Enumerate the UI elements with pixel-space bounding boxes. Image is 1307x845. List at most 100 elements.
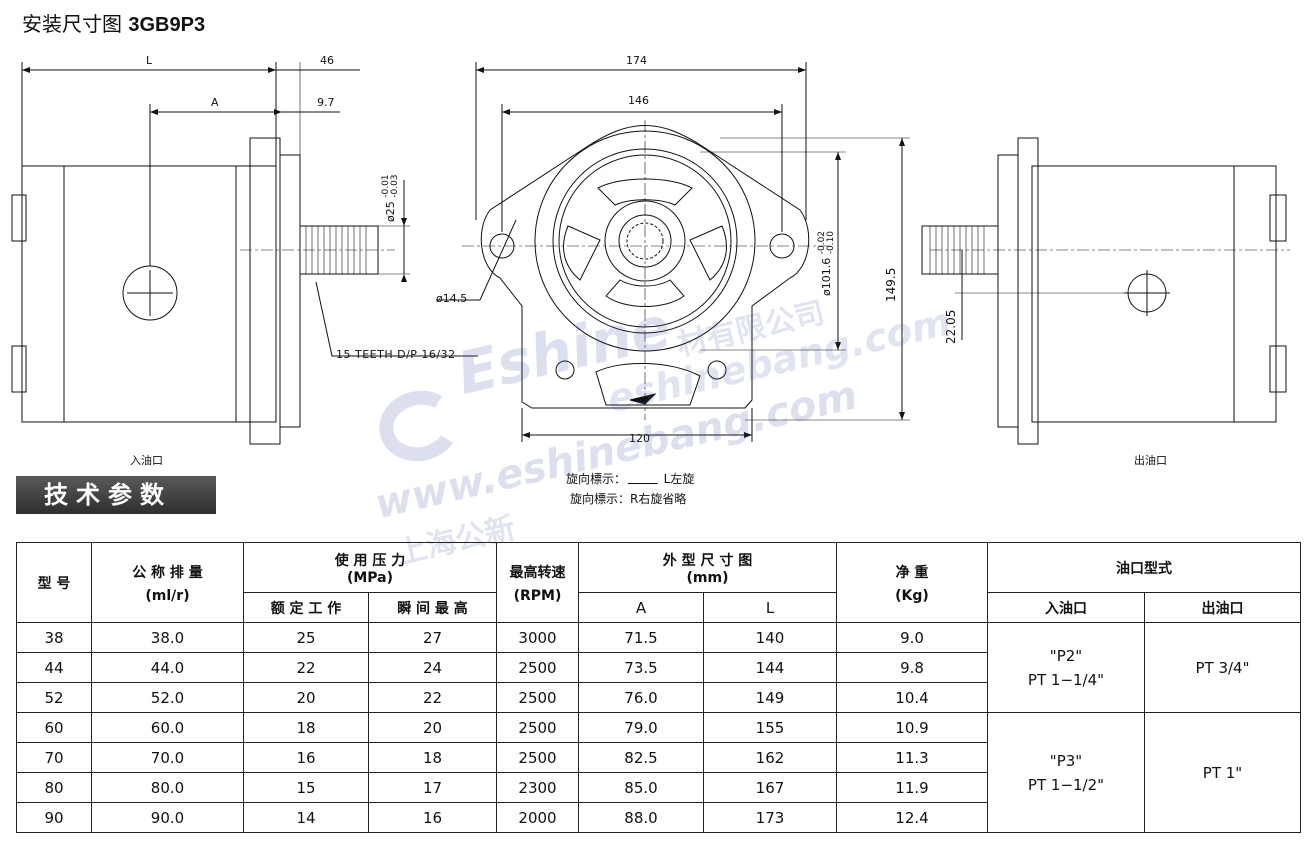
cell-model: 44 <box>16 652 92 683</box>
cell-displacement: 38.0 <box>91 622 244 653</box>
cell-rated: 22 <box>243 652 369 683</box>
cell-outlet-group-1: PT 3/4" <box>1144 622 1301 713</box>
section-banner: 技术参数 <box>16 476 216 514</box>
header-displacement: 公 称 排 量 (ml/r) <box>91 542 244 623</box>
cell-L: 149 <box>703 682 837 713</box>
dim-149-5: 149.5 <box>884 267 898 302</box>
header-weight-label: 净 重 <box>895 564 929 581</box>
pilot-dia: ø101.6 <box>820 257 833 296</box>
rotation-arrow-icon <box>627 475 663 484</box>
table-row: 60 60.0 18 20 2500 79.0 155 10.9 "P3" PT… <box>16 712 1301 833</box>
table-row: 44 44.0 22 24 2500 73.5 144 9.8 <box>16 652 1301 683</box>
dim-174: 174 <box>626 54 647 67</box>
cell-displacement: 90.0 <box>91 802 244 833</box>
page-title: 安装尺寸图 3GB9P3 <box>22 8 205 37</box>
cell-A: 79.0 <box>578 712 704 743</box>
cell-peak: 24 <box>368 652 497 683</box>
header-weight-unit: (Kg) <box>895 587 929 604</box>
header-pressure-label: 使 用 压 力 <box>334 552 406 569</box>
cell-rated: 18 <box>243 712 369 743</box>
header-outlet: 出油口 <box>1144 592 1301 623</box>
installation-drawing <box>11 62 1290 445</box>
title-prefix: 安装尺寸图 <box>22 12 122 36</box>
inlet-thread: PT 1−1/2" <box>1027 775 1105 794</box>
cell-displacement: 60.0 <box>91 712 244 743</box>
shaft-dia: ø25 <box>384 201 397 222</box>
right-flange <box>1017 137 1039 445</box>
cell-L: 144 <box>703 652 837 683</box>
cell-model: 38 <box>16 622 92 653</box>
cell-A: 85.0 <box>578 772 704 803</box>
cell-peak: 18 <box>368 742 497 773</box>
cell-speed: 2000 <box>496 802 579 833</box>
cell-A: 82.5 <box>578 742 704 773</box>
cell-speed: 2500 <box>496 682 579 713</box>
table-row: 70 70.0 16 18 2500 82.5 162 11.3 <box>16 742 1301 773</box>
cell-speed: 2500 <box>496 742 579 773</box>
cell-model: 60 <box>16 712 92 743</box>
header-port: 油口型式 <box>987 542 1301 593</box>
header-outline-unit: (mm) <box>686 569 729 586</box>
cell-rated: 20 <box>243 682 369 713</box>
cell-peak: 27 <box>368 622 497 653</box>
dim-120: 120 <box>629 432 650 445</box>
cell-displacement: 70.0 <box>91 742 244 773</box>
dim-46: 46 <box>320 54 334 67</box>
header-pressure: 使 用 压 力 (MPa) <box>243 542 497 593</box>
cell-displacement: 80.0 <box>91 772 244 803</box>
cell-weight: 9.8 <box>836 652 988 683</box>
header-displacement-label: 公 称 排 量 <box>132 564 203 581</box>
inlet-label: 入油口 <box>130 454 163 467</box>
table-row: 90 90.0 14 16 2000 88.0 173 12.4 <box>16 802 1301 833</box>
cell-peak: 16 <box>368 802 497 833</box>
cell-rated: 25 <box>243 622 369 653</box>
table-row: 38 38.0 25 27 3000 71.5 140 9.0 "P2" PT … <box>16 622 1301 713</box>
cell-L: 140 <box>703 622 837 653</box>
header-displacement-unit: (ml/r) <box>145 587 190 604</box>
cell-weight: 12.4 <box>836 802 988 833</box>
dim-9-7: 9.7 <box>317 96 335 109</box>
header-pressure-unit: (MPa) <box>346 569 394 586</box>
cell-speed: 2500 <box>496 652 579 683</box>
dim-hole-dia: ø14.5 <box>436 292 468 305</box>
header-col-A: A <box>578 592 704 623</box>
rotation-right-note: 旋向標示：R右旋省略 <box>570 492 687 506</box>
cell-speed: 2300 <box>496 772 579 803</box>
header-speed-unit: (RPM) <box>513 587 562 604</box>
header-model: 型 号 <box>16 542 92 623</box>
cell-model: 80 <box>16 772 92 803</box>
rotation-left-text: L左旋 <box>663 472 695 486</box>
cell-inlet-group-1: "P2" PT 1−1/4" <box>987 622 1145 713</box>
cell-peak: 22 <box>368 682 497 713</box>
title-model: 3GB9P3 <box>128 14 206 36</box>
dim-L: L <box>146 54 153 67</box>
shaft-diameter-label: ø25 -0.01 -0.03 <box>381 174 400 222</box>
teeth-spec: 15 TEETH D/P 16/32 <box>336 348 456 361</box>
header-rated: 额 定 工 作 <box>243 592 369 623</box>
cell-weight: 11.3 <box>836 742 988 773</box>
pilot-tol-lower: -0.10 <box>826 230 836 255</box>
cell-outlet-group-2: PT 1" <box>1144 712 1301 833</box>
pilot-diameter-label: ø101.6 -0.02 -0.10 <box>817 230 836 296</box>
cell-model: 90 <box>16 802 92 833</box>
inlet-thread: PT 1−1/4" <box>1027 670 1105 689</box>
inlet-code: "P3" <box>1049 751 1083 770</box>
cell-rated: 14 <box>243 802 369 833</box>
left-body <box>21 165 277 423</box>
outlet-label: 出油口 <box>1134 454 1167 467</box>
cell-peak: 20 <box>368 712 497 743</box>
shaft-tol-lower: -0.03 <box>390 174 400 198</box>
header-weight: 净 重 (Kg) <box>836 542 988 623</box>
cell-speed: 3000 <box>496 622 579 653</box>
cell-A: 71.5 <box>578 622 704 653</box>
dim-A: A <box>211 96 219 109</box>
cell-L: 162 <box>703 742 837 773</box>
cell-rated: 15 <box>243 772 369 803</box>
header-outline-label: 外 型 尺 寸 图 <box>662 552 753 569</box>
cell-peak: 17 <box>368 772 497 803</box>
inlet-code: "P2" <box>1049 646 1083 665</box>
cell-A: 73.5 <box>578 652 704 683</box>
header-inlet: 入油口 <box>987 592 1145 623</box>
cell-weight: 11.9 <box>836 772 988 803</box>
header-outline: 外 型 尺 寸 图 (mm) <box>578 542 837 593</box>
